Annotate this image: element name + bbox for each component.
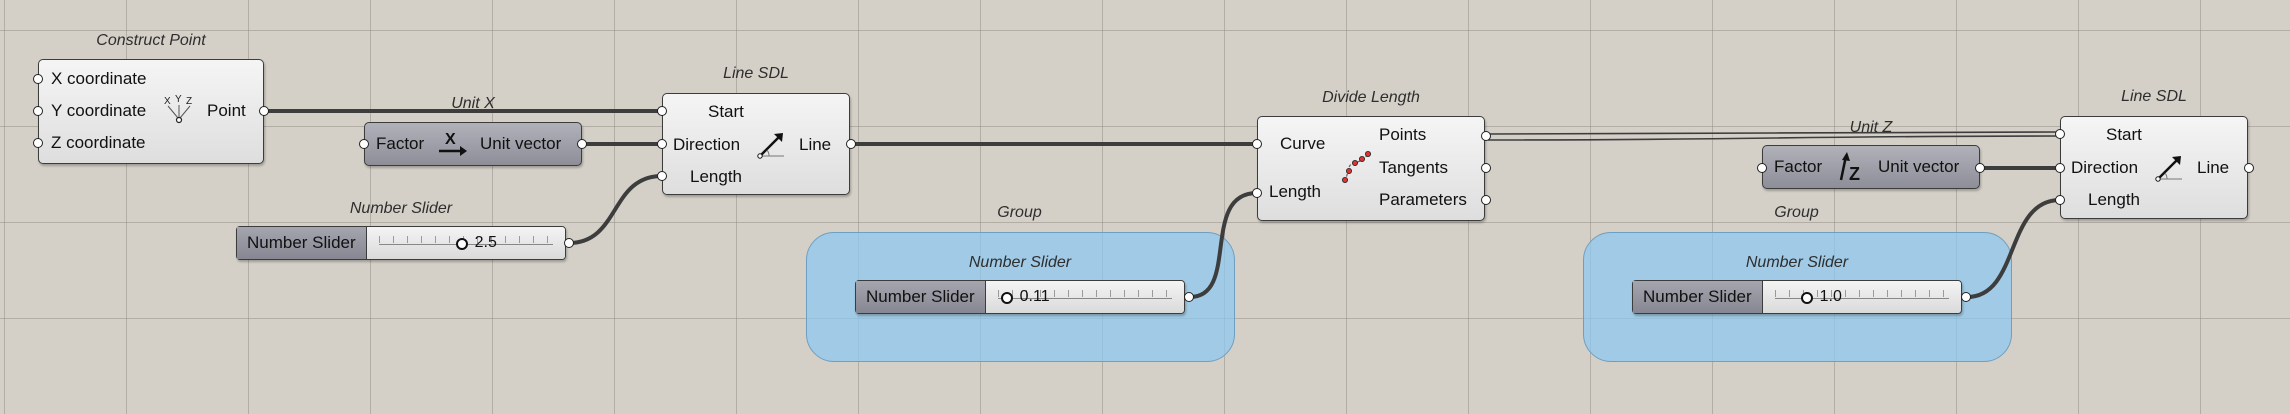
y-coordinate-label: Y coordinate xyxy=(51,101,147,120)
line-sdl-1-direction-port[interactable] xyxy=(657,139,667,149)
length-input-label: Length xyxy=(1269,182,1321,201)
unit-vector-label: Unit vector xyxy=(480,134,562,153)
slider-3-name: Number Slider xyxy=(1633,281,1763,313)
unit-x-title: Unit X xyxy=(451,95,495,112)
svg-text:Z: Z xyxy=(1849,164,1860,184)
unit-z-factor-port[interactable] xyxy=(1757,163,1767,173)
slider-3-track-line xyxy=(1774,298,1949,299)
line-sdl-1-title: Line SDL xyxy=(723,65,789,82)
line-sdl-1-component[interactable]: Start Direction Length Line xyxy=(662,93,850,195)
unit-z-output-port[interactable] xyxy=(1975,163,1985,173)
divide-curve-input-port[interactable] xyxy=(1252,139,1262,149)
line-sdl-2-direction-port[interactable] xyxy=(2055,163,2065,173)
line-sdl-2-title: Line SDL xyxy=(2121,88,2187,105)
z-coordinate-label: Z coordinate xyxy=(51,133,146,152)
unit-vector-label-z: Unit vector xyxy=(1878,157,1960,176)
unit-x-component[interactable]: Factor X Unit vector xyxy=(364,122,582,166)
factor-label: Factor xyxy=(376,134,425,153)
slider-2-knob[interactable] xyxy=(1000,292,1013,304)
unit-z-icon: Z xyxy=(1839,152,1860,184)
line-output-label: Line xyxy=(799,135,832,154)
x-coordinate-label: X coordinate xyxy=(51,69,147,88)
group-1-title: Group xyxy=(997,204,1042,221)
line-sdl-2-output-port[interactable] xyxy=(2244,163,2254,173)
slider-2-ticks xyxy=(997,290,1172,297)
unit-z-title: Unit Z xyxy=(1849,119,1893,136)
construct-point-component[interactable]: X coordinate Y coordinate Z coordinate X… xyxy=(38,59,264,164)
slider-1-knob[interactable] xyxy=(455,238,468,250)
divide-length-input-port[interactable] xyxy=(1252,188,1262,198)
line-sdl-2-component[interactable]: Start Direction Length Line xyxy=(2060,116,2248,219)
group-2-title: Group xyxy=(1774,204,1819,221)
divide-length-component[interactable]: Curve Length Points Tangents Parameters xyxy=(1257,116,1485,221)
slider-2-track[interactable]: 0.11 xyxy=(985,281,1184,313)
slider-3-ticks xyxy=(1774,290,1949,297)
slider-2-name: Number Slider xyxy=(856,281,986,313)
divide-length-icon xyxy=(1342,151,1371,183)
factor-label-z: Factor xyxy=(1774,157,1823,176)
line-sdl-2-start-port[interactable] xyxy=(2055,129,2065,139)
divide-points-output-port[interactable] xyxy=(1481,131,1491,141)
slider-2-output-port[interactable] xyxy=(1184,292,1194,302)
divide-parameters-output-port[interactable] xyxy=(1481,195,1491,205)
line-sdl-icon xyxy=(2155,156,2182,182)
divide-tangents-output-port[interactable] xyxy=(1481,163,1491,173)
slider-3-output-port[interactable] xyxy=(1961,292,1971,302)
unit-x-output-port[interactable] xyxy=(577,139,587,149)
point-output-port[interactable] xyxy=(259,106,269,116)
slider-3-knob[interactable] xyxy=(1800,292,1813,304)
line-output-label-2: Line xyxy=(2197,158,2230,177)
y-coordinate-input-port[interactable] xyxy=(33,106,43,116)
direction-label-2: Direction xyxy=(2071,158,2139,177)
slider-1-track[interactable]: 2.5 xyxy=(366,227,565,259)
tangents-label: Tangents xyxy=(1379,158,1448,177)
slider-1-output-port[interactable] xyxy=(564,238,574,248)
unit-x-factor-port[interactable] xyxy=(359,139,369,149)
svg-text:Z: Z xyxy=(186,96,192,107)
slider-1-title: Number Slider xyxy=(349,200,453,217)
x-coordinate-input-port[interactable] xyxy=(33,74,43,84)
line-sdl-1-length-port[interactable] xyxy=(657,171,667,181)
number-slider-2[interactable]: Number Slider 0.11 xyxy=(855,280,1185,314)
slider-3-track[interactable]: 1.0 xyxy=(1762,281,1961,313)
parameters-label: Parameters xyxy=(1379,190,1467,209)
point-output-label: Point xyxy=(207,101,246,120)
start-label-2: Start xyxy=(2106,125,2142,144)
number-slider-1[interactable]: Number Slider 2.5 xyxy=(236,226,566,260)
length-label: Length xyxy=(690,167,742,186)
curve-label: Curve xyxy=(1280,134,1326,153)
slider-2-title: Number Slider xyxy=(968,254,1072,271)
length-label-2: Length xyxy=(2088,190,2140,209)
line-sdl-2-length-port[interactable] xyxy=(2055,195,2065,205)
wire-slider1-to-length xyxy=(567,174,664,245)
svg-text:Y: Y xyxy=(175,94,182,105)
slider-1-value: 2.5 xyxy=(474,234,497,251)
unit-x-icon: X xyxy=(439,131,467,156)
points-label: Points xyxy=(1379,125,1427,144)
slider-2-value: 0.11 xyxy=(1019,288,1050,305)
svg-text:X: X xyxy=(164,96,171,107)
construct-point-title: Construct Point xyxy=(96,32,206,49)
start-label: Start xyxy=(708,102,744,121)
divide-length-title: Divide Length xyxy=(1322,89,1420,106)
z-coordinate-input-port[interactable] xyxy=(33,138,43,148)
direction-label: Direction xyxy=(673,135,741,154)
number-slider-3[interactable]: Number Slider 1.0 xyxy=(1632,280,1962,314)
svg-text:X: X xyxy=(445,131,456,148)
slider-3-title: Number Slider xyxy=(1745,254,1849,271)
line-sdl-1-output-port[interactable] xyxy=(846,139,856,149)
line-sdl-icon xyxy=(757,133,784,159)
slider-3-value: 1.0 xyxy=(1819,288,1842,305)
line-sdl-1-start-port[interactable] xyxy=(657,106,667,116)
xyz-point-icon: X Y Z xyxy=(164,94,192,124)
unit-z-component[interactable]: Factor Z Unit vector xyxy=(1762,145,1980,189)
slider-2-track-line xyxy=(997,298,1172,299)
slider-1-name: Number Slider xyxy=(237,227,367,259)
